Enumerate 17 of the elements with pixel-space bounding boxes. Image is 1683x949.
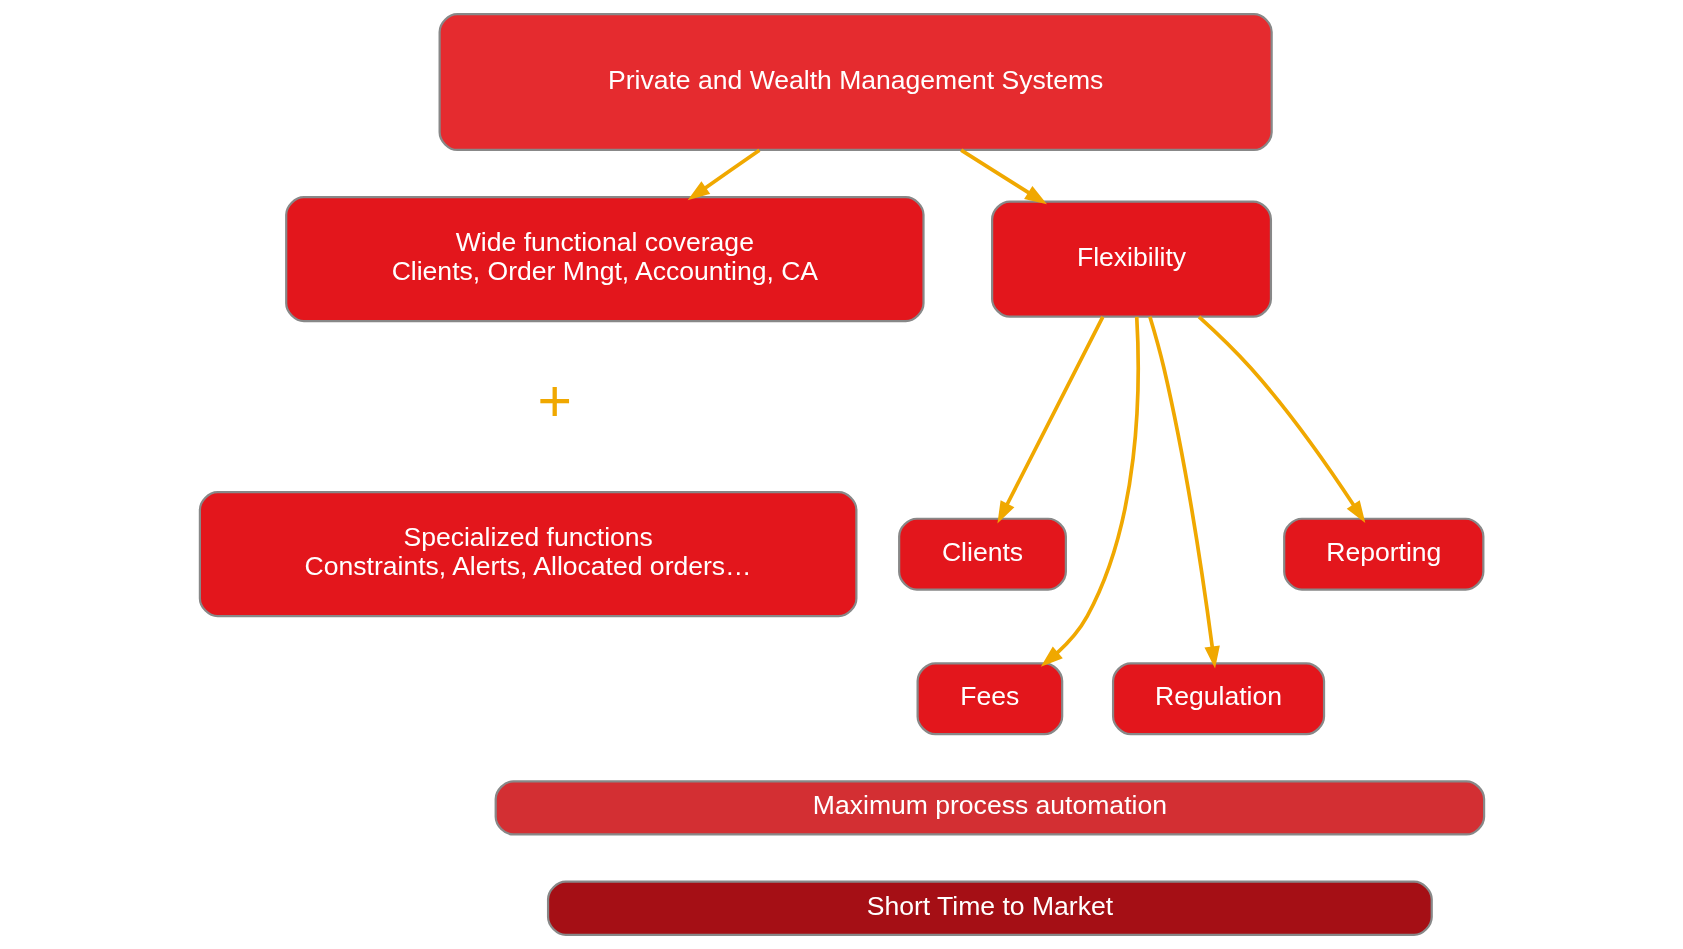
label: +	[536, 368, 572, 435]
arrow	[959, 148, 1047, 205]
node-box: Regulation	[1111, 662, 1325, 736]
node-box: Flexibility	[990, 200, 1272, 318]
node-box: Short Time to Market	[546, 880, 1433, 936]
node-box: Clients	[897, 517, 1067, 591]
node-box: Maximum process automation	[494, 780, 1485, 836]
arrow	[996, 316, 1104, 524]
node-box: Wide functional coverage Clients, Order Mngt, Accounting, CA	[284, 196, 925, 323]
node-box: Reporting	[1282, 517, 1484, 591]
arrow	[1147, 316, 1220, 669]
node-box: Specialized functions Constraints, Alerts, Allocated orders…	[198, 491, 857, 618]
arrow	[687, 148, 760, 201]
node-box: Fees	[916, 662, 1063, 736]
arrow	[1197, 315, 1365, 524]
node-box: Private and Wealth Management Systems	[438, 13, 1273, 152]
arrow	[1040, 316, 1140, 667]
